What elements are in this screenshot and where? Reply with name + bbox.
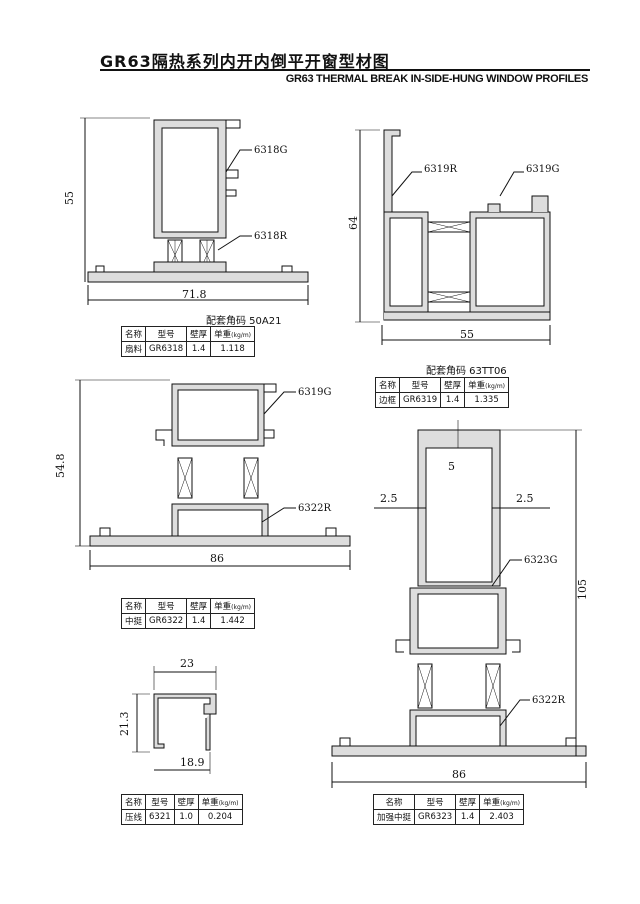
table-row: 压线 6321 1.0 0.204 [120,809,243,825]
spec-table-6321: 名称 型号 壁厚 单重(kg/m) 压线 6321 1.0 0.204 [120,794,243,825]
col-name: 名称 [120,326,147,342]
label-6318g: 6318G [254,145,287,156]
label-6323g: 6323G [524,555,557,566]
col-weight: 单重(kg/m) [464,377,510,393]
cell-name: 加强中挺 [372,809,416,825]
kit-6318: 配套角码 50A21 [206,316,282,327]
dim-6318-height: 55 [63,191,76,205]
col-model: 型号 [414,794,457,810]
col-model: 型号 [145,794,175,810]
table-row: 边框 GR6319 1.4 1.335 [374,392,510,408]
cell-wall: 1.4 [186,613,212,629]
cell-weight: 0.204 [197,809,243,825]
col-weight: 单重(kg/m) [210,326,256,342]
col-weight: 单重(kg/m) [210,598,256,614]
dim-6321-bottom: 18.9 [180,756,205,769]
page-title-en: GR63 THERMAL BREAK IN-SIDE-HUNG WINDOW P… [285,73,589,85]
label-6319r: 6319R [424,164,457,175]
cell-name: 压线 [120,809,147,825]
cell-wall: 1.0 [173,809,199,825]
profile-6322 [75,379,351,570]
dim-6322-height: 54.8 [54,454,67,479]
label-6319g: 6319G [526,164,559,175]
page-title-cn: GR63隔热系列内开内倒平开窗型材图 [100,52,390,71]
dim-6321-height: 21.3 [118,712,131,737]
col-weight: 单重(kg/m) [197,794,243,810]
col-model: 型号 [399,377,442,393]
cell-model: GR6319 [399,392,442,408]
col-model: 型号 [145,598,188,614]
spec-table-6323: 名称 型号 壁厚 单重(kg/m) 加强中挺 GR6323 1.4 2.403 [372,794,525,825]
col-wall: 壁厚 [186,326,212,342]
col-model: 型号 [145,326,188,342]
spec-table-6322: 名称 型号 壁厚 单重(kg/m) 中挺 GR6322 1.4 1.442 [120,598,256,629]
label-6322r: 6322R [298,503,331,514]
dim-6321-width: 23 [180,657,194,670]
cell-name: 边框 [374,392,401,408]
cell-model: GR6318 [145,341,188,357]
col-name: 名称 [374,377,401,393]
title-rule [100,69,590,71]
col-wall: 壁厚 [455,794,481,810]
table-row: 中挺 GR6322 1.4 1.442 [120,613,256,629]
cell-wall: 1.4 [440,392,466,408]
spec-table-6318: 名称 型号 壁厚 单重(kg/m) 扇料 GR6318 1.4 1.118 [120,326,256,357]
table-row: 扇料 GR6318 1.4 1.118 [120,341,256,357]
col-weight: 单重(kg/m) [479,794,525,810]
table-row: 加强中挺 GR6323 1.4 2.403 [372,809,525,825]
profile-6319 [355,129,551,345]
dim-6323-width: 86 [452,768,466,781]
dim-6323-left: 2.5 [380,492,398,505]
label-6322r-fig4: 6322R [532,695,565,706]
profile-6321 [132,666,217,774]
cell-model: 6321 [145,809,175,825]
col-name: 名称 [120,794,147,810]
dim-6323-top: 5 [448,460,455,473]
dim-6323-right: 2.5 [516,492,534,505]
col-name: 名称 [372,794,416,810]
cell-name: 中挺 [120,613,147,629]
kit-6319: 配套角码 63TT06 [426,366,507,377]
cell-weight: 1.442 [210,613,256,629]
cell-wall: 1.4 [455,809,481,825]
cell-model: GR6323 [414,809,457,825]
dim-6322-width: 86 [210,552,224,565]
cell-weight: 1.118 [210,341,256,357]
cell-name: 扇料 [120,341,147,357]
label-6318r: 6318R [254,231,287,242]
col-wall: 壁厚 [186,598,212,614]
cell-weight: 1.335 [464,392,510,408]
label-6319g-fig3: 6319G [298,387,331,398]
col-wall: 壁厚 [173,794,199,810]
dim-6319-height: 64 [347,216,360,230]
dim-6318-width: 71.8 [182,288,207,301]
dim-6319-width: 55 [460,328,474,341]
profile-6323 [331,420,587,788]
col-name: 名称 [120,598,147,614]
spec-table-6319: 名称 型号 壁厚 单重(kg/m) 边框 GR6319 1.4 1.335 [374,377,510,408]
cell-wall: 1.4 [186,341,212,357]
col-wall: 壁厚 [440,377,466,393]
cell-model: GR6322 [145,613,188,629]
cell-weight: 2.403 [479,809,525,825]
dim-6323-height: 105 [576,579,589,600]
profile-6318 [80,117,309,305]
